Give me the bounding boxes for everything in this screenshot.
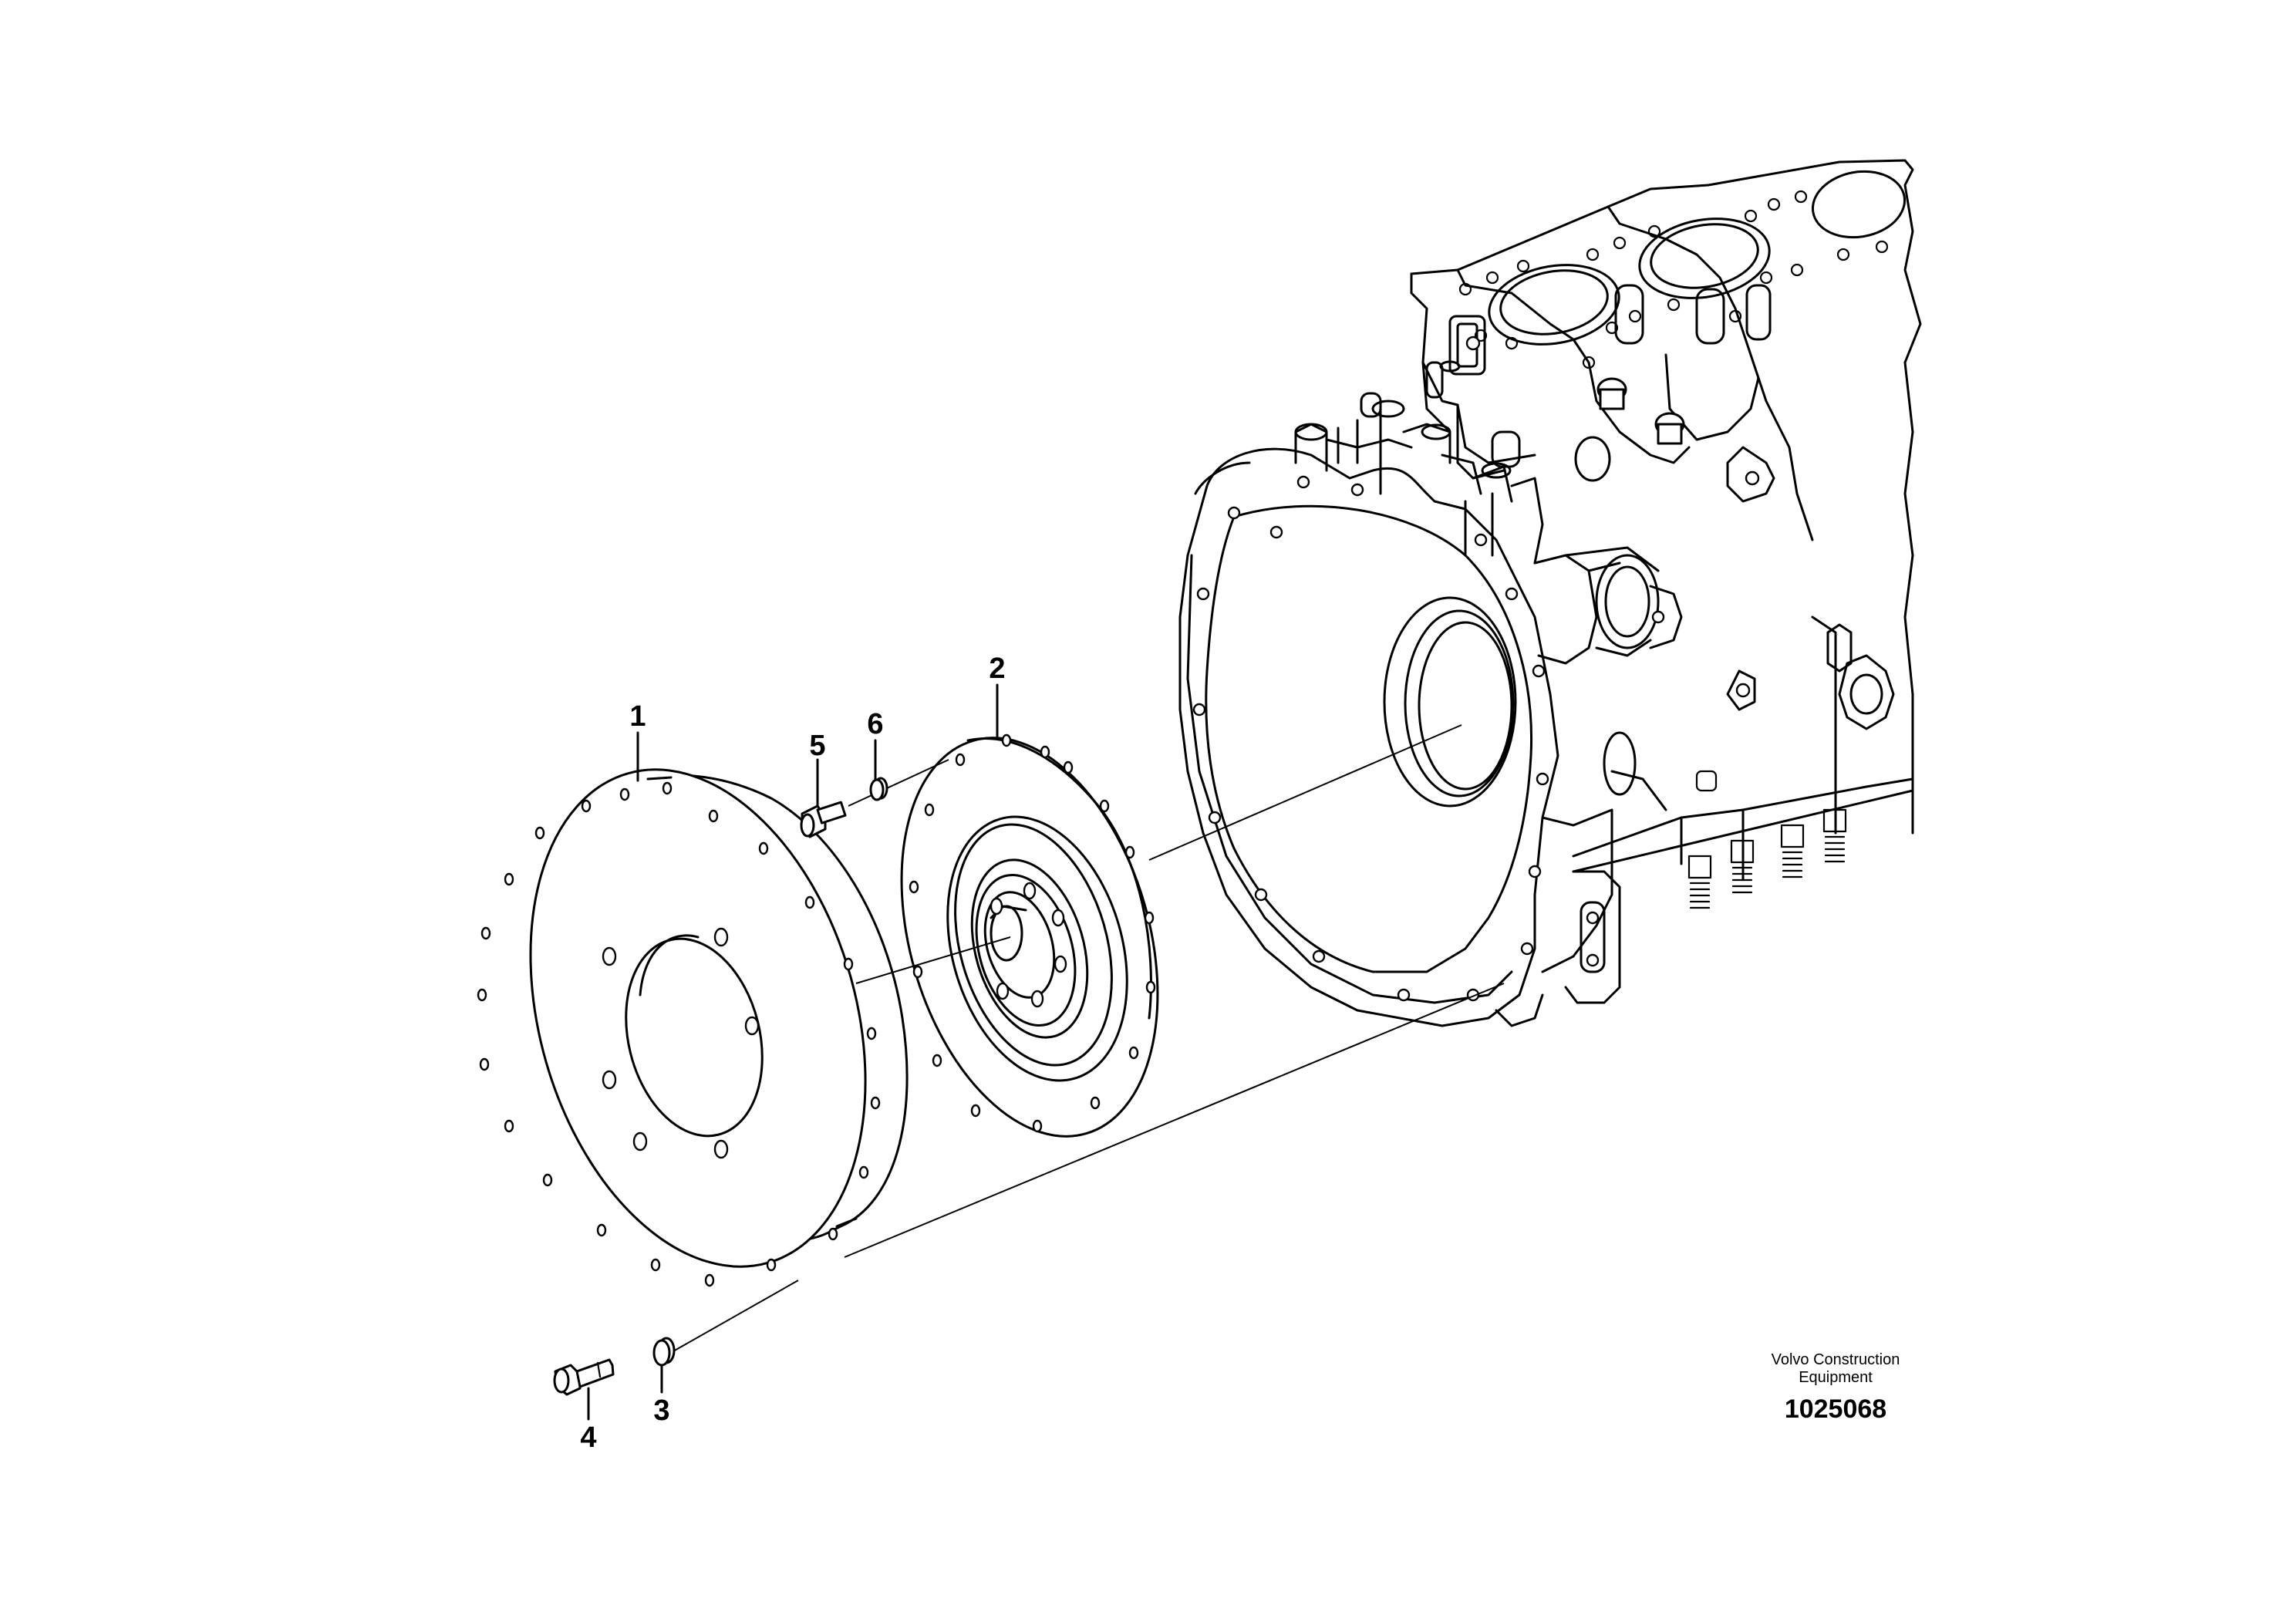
part-1-bolt-holes (477, 781, 881, 1287)
injector-springs (1687, 770, 1847, 909)
flywheel-housing (1178, 360, 1683, 1027)
publisher-line-2: Equipment (1799, 1369, 1873, 1386)
callout-4: 4 (580, 1421, 597, 1454)
callout-5: 5 (809, 730, 826, 762)
part-2-bolt-holes (909, 733, 1156, 1133)
part-2-drive-plate (900, 733, 1159, 1138)
callout-3: 3 (653, 1394, 670, 1427)
part-5-bolt (800, 801, 847, 838)
callout-leaders (587, 683, 999, 1421)
publisher-credit: Volvo Construction Equipment (1728, 1351, 1944, 1387)
publisher-line-1: Volvo Construction (1771, 1351, 1900, 1368)
part-4-bolt (553, 1358, 615, 1396)
callout-1: 1 (629, 700, 646, 733)
callout-2: 2 (989, 653, 1006, 685)
callout-6: 6 (867, 708, 884, 740)
part-6-washer (869, 777, 888, 801)
part-3-washer (652, 1337, 676, 1367)
drawing-number: 1025068 (1784, 1394, 1887, 1424)
housing-bolt-holes (1192, 475, 1549, 1002)
assembly-lines (655, 724, 1505, 1362)
engine-block (1410, 159, 1922, 909)
part-1-flywheel-plate (477, 768, 909, 1287)
